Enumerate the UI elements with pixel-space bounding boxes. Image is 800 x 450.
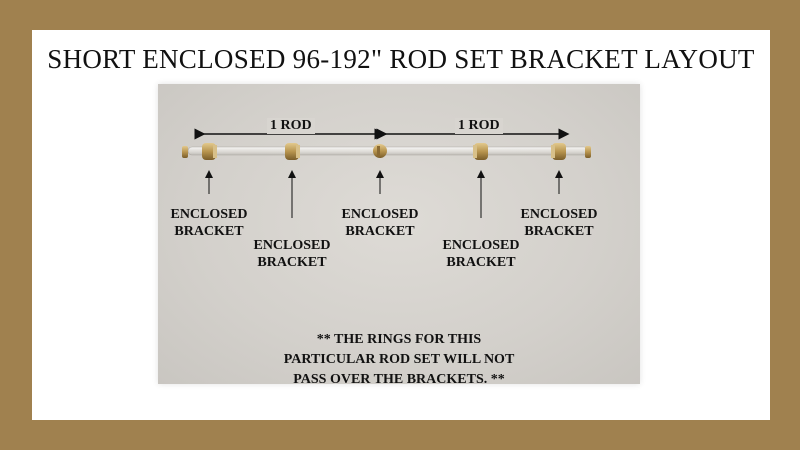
rod-1-label: 1 ROD	[267, 118, 315, 134]
bracket-2-icon	[285, 143, 300, 160]
right-finial	[585, 146, 591, 158]
acrylic-rod	[187, 146, 589, 156]
rings-warning-note: ** THE RINGS FOR THIS PARTICULAR ROD SET…	[283, 332, 515, 387]
bracket-1-icon	[202, 143, 217, 160]
picture-frame: SHORT ENCLOSED 96-192" ROD SET BRACKET L…	[32, 30, 770, 420]
rod-2-label: 1 ROD	[455, 118, 503, 134]
bracket-4-icon	[473, 143, 488, 160]
rod-layout-diagram	[182, 128, 591, 218]
left-finial	[182, 146, 188, 158]
page-title: SHORT ENCLOSED 96-192" ROD SET BRACKET L…	[47, 44, 755, 74]
bracket-5-icon	[551, 143, 566, 160]
bracket-3-icon	[373, 144, 387, 158]
